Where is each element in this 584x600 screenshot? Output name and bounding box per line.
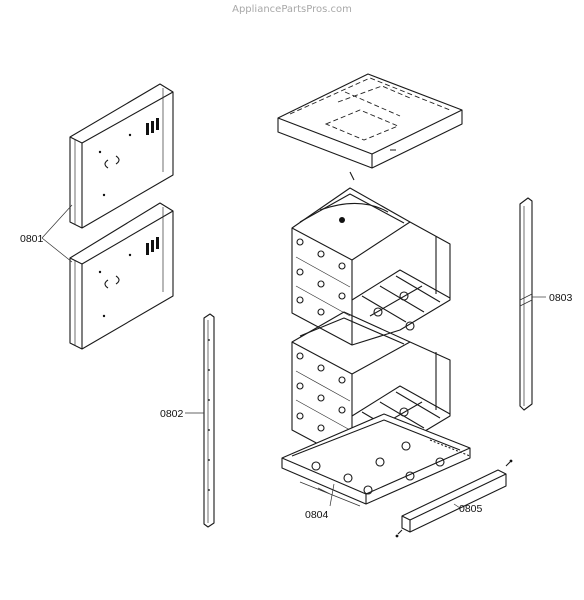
bracket-mark-upper bbox=[104, 155, 120, 169]
trim-strip-rear[interactable] bbox=[519, 197, 533, 411]
base-rail[interactable] bbox=[395, 459, 513, 538]
oven-frame-upper[interactable] bbox=[291, 187, 451, 346]
callout-label-0802: 0802 bbox=[160, 408, 184, 420]
callout-label-0801: 0801 bbox=[20, 233, 44, 245]
vent-slots-lower bbox=[146, 237, 159, 255]
side-panel-upper[interactable] bbox=[69, 83, 174, 229]
callout-0803: 0803 bbox=[532, 292, 573, 304]
side-bolts-upper bbox=[296, 238, 346, 316]
callout-0802: 0802 bbox=[160, 408, 204, 420]
side-bolts-lower bbox=[296, 352, 346, 432]
side-panel-lower[interactable] bbox=[69, 202, 174, 350]
callout-0805: 0805 bbox=[453, 503, 483, 515]
callout-label-0805: 0805 bbox=[459, 503, 483, 515]
top-cover[interactable] bbox=[277, 73, 463, 181]
callout-0801: 0801 bbox=[20, 204, 73, 263]
bracket-mark-lower bbox=[104, 275, 120, 289]
callout-label-0804: 0804 bbox=[305, 509, 329, 521]
callout-0804: 0804 bbox=[305, 483, 335, 521]
tray-feet bbox=[311, 441, 445, 495]
vent-slots-upper bbox=[146, 118, 159, 135]
trim-strip-front[interactable] bbox=[203, 313, 215, 528]
callout-label-0803: 0803 bbox=[549, 292, 573, 304]
base-tray[interactable] bbox=[281, 413, 471, 507]
watermark: AppliancePartsPros.com bbox=[232, 4, 352, 15]
